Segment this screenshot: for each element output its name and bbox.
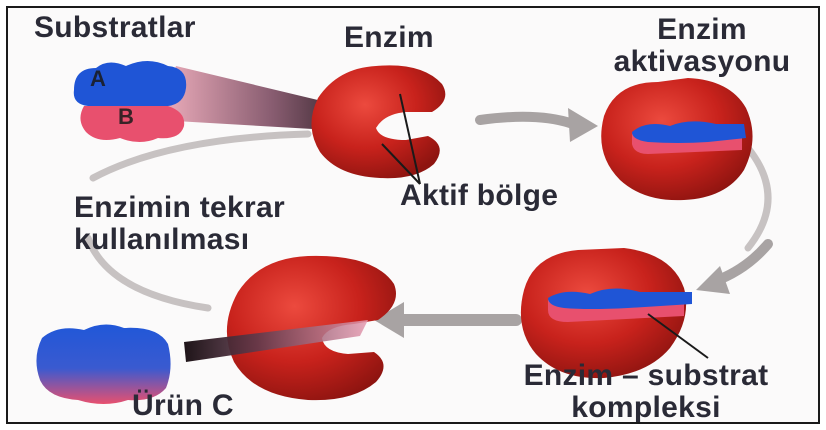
- reuse-line1: Enzimin tekrar: [74, 192, 285, 224]
- product-label: Ürün C: [132, 390, 234, 422]
- activated-enzyme: [601, 78, 752, 200]
- free-enzyme: [311, 65, 445, 178]
- reuse-label: Enzimin tekrar kullanılması: [74, 192, 285, 256]
- active-site-label: Aktif bölge: [400, 180, 558, 212]
- substrate-b-letter: B: [118, 104, 134, 130]
- arrow-to-activation: [480, 108, 598, 142]
- enzyme-activation-label: Enzim aktivasyonu: [592, 14, 812, 78]
- enzyme-activation-line1: Enzim: [592, 14, 812, 46]
- substrates-label: Substratlar: [34, 12, 196, 44]
- complex-line2: kompleksi: [478, 392, 814, 424]
- enzyme-substrate-complex-label: Enzim – substrat kompleksi: [478, 360, 814, 424]
- substrate-a-letter: A: [90, 66, 106, 92]
- diagram-frame: A B Substratlar Enzim Enzim aktivasyonu …: [6, 6, 820, 424]
- enzyme-activation-line2: aktivasyonu: [592, 46, 812, 78]
- enzyme-label: Enzim: [344, 22, 434, 54]
- arrow-to-release: [374, 302, 516, 338]
- complex-line1: Enzim – substrat: [478, 360, 814, 392]
- arrow-to-complex: [696, 244, 768, 294]
- reuse-line2: kullanılması: [74, 224, 285, 256]
